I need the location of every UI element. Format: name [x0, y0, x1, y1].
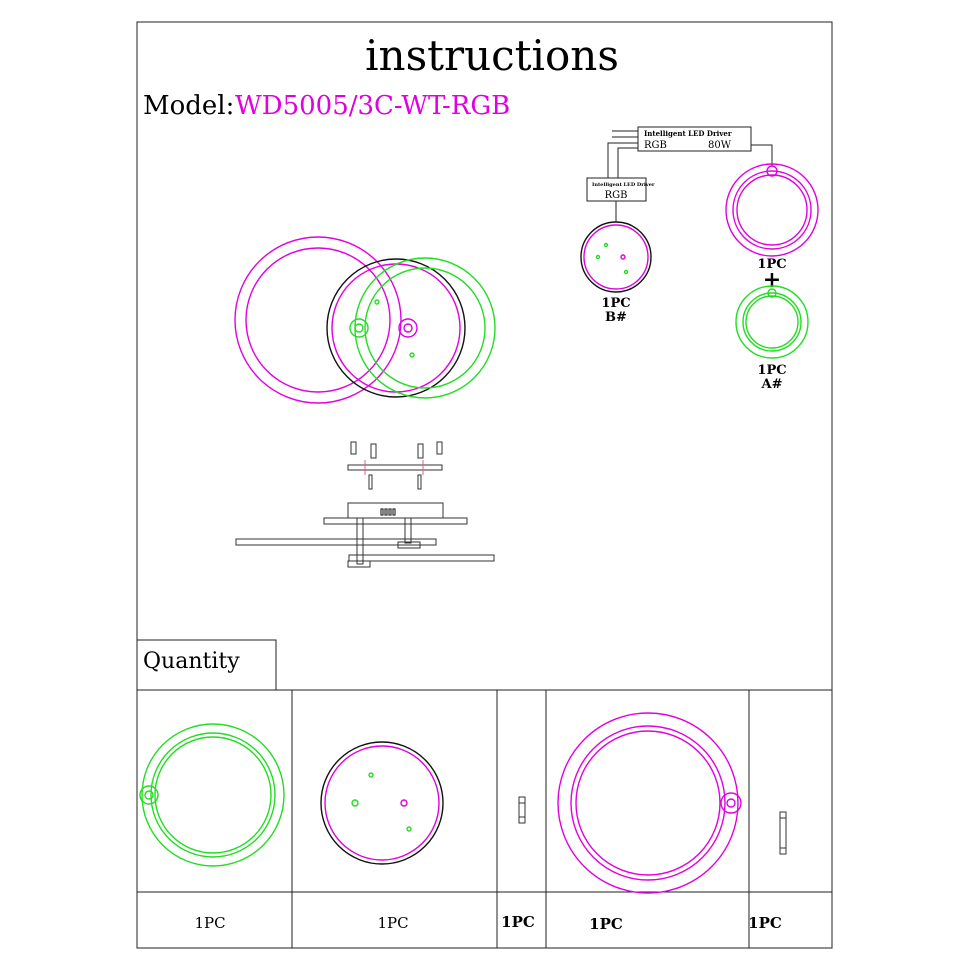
- sub-driver-title: Intelligent LED Driver: [592, 182, 655, 188]
- page-title: instructions: [365, 31, 619, 80]
- ring-a-qty: 1PC: [757, 363, 786, 378]
- page-border: [136, 21, 833, 949]
- wiring-diagram: Intelligent LED Driver RGB 80W Intellige…: [580, 126, 819, 392]
- ring-b-code: B#: [605, 310, 627, 325]
- model-label: Model:: [143, 91, 234, 121]
- ring-a-code: A#: [761, 377, 783, 392]
- assembled-top-view: [234, 236, 496, 404]
- quantity-heading: Quantity: [143, 649, 240, 674]
- qty-large-ring: 1PC: [589, 915, 623, 933]
- main-driver-box: [637, 126, 752, 152]
- qty-ring-a: 1PC: [194, 914, 225, 932]
- part-large-ring: [557, 712, 742, 894]
- qty-long-connector: 1PC: [748, 914, 782, 932]
- main-driver-type: RGB: [644, 140, 667, 151]
- ring-b-qty: 1PC: [601, 296, 630, 311]
- part-small-connector: [518, 796, 526, 824]
- ring-large-qty: 1PC: [757, 257, 786, 272]
- main-driver-title: Intelligent LED Driver: [644, 129, 732, 138]
- part-long-connector: [779, 811, 787, 855]
- qty-ring-b: 1PC: [377, 914, 408, 932]
- part-ring-b: [320, 741, 444, 865]
- model-value: WD5005/3C-WT-RGB: [235, 91, 510, 121]
- part-ring-a: [139, 723, 285, 867]
- qty-small-connector: 1PC: [501, 913, 535, 931]
- side-view: [235, 441, 495, 568]
- main-driver-power: 80W: [708, 140, 732, 151]
- quantity-table: Quantity 1PC 1PC 1PC 1PC 1PC: [137, 639, 832, 948]
- sub-driver-type: RGB: [605, 190, 628, 201]
